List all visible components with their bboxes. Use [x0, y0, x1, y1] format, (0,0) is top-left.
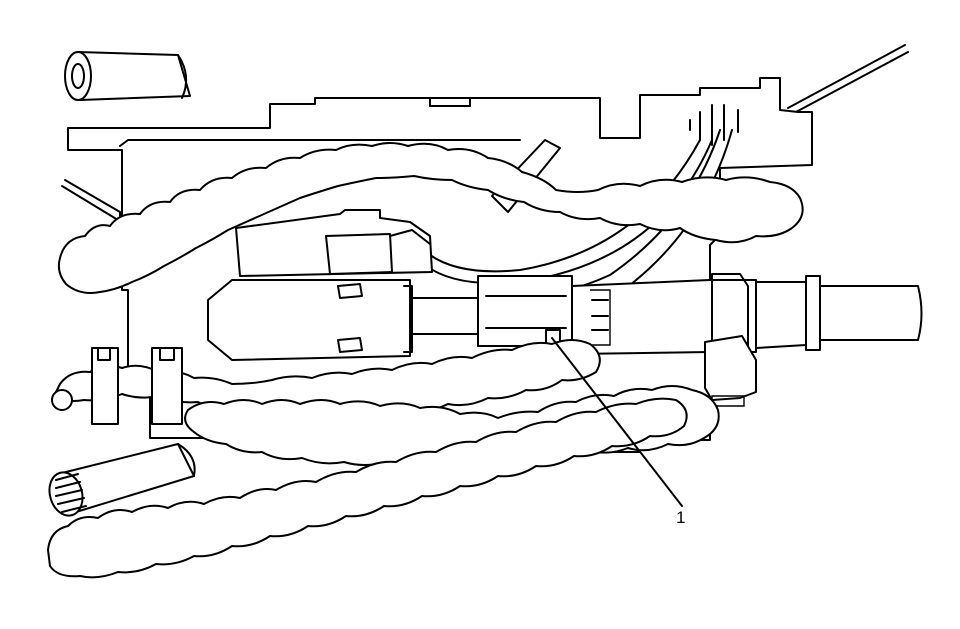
- elbow-fitting: [704, 335, 757, 401]
- callout-label-1: 1: [676, 508, 685, 527]
- callout-leader-line: [551, 337, 683, 507]
- convoluted-hose-upper: [57, 142, 804, 294]
- convoluted-hose-bottom: [47, 397, 688, 579]
- central-shaft: [411, 275, 581, 347]
- upper-cable: [787, 44, 909, 113]
- electrical-connector-upper: [235, 209, 433, 277]
- hose-clips: [51, 347, 183, 425]
- outlet-fitting: [571, 273, 923, 357]
- threaded-cylinder: [48, 443, 196, 517]
- rear-cylinder: [64, 51, 191, 101]
- pump-body: [207, 279, 413, 361]
